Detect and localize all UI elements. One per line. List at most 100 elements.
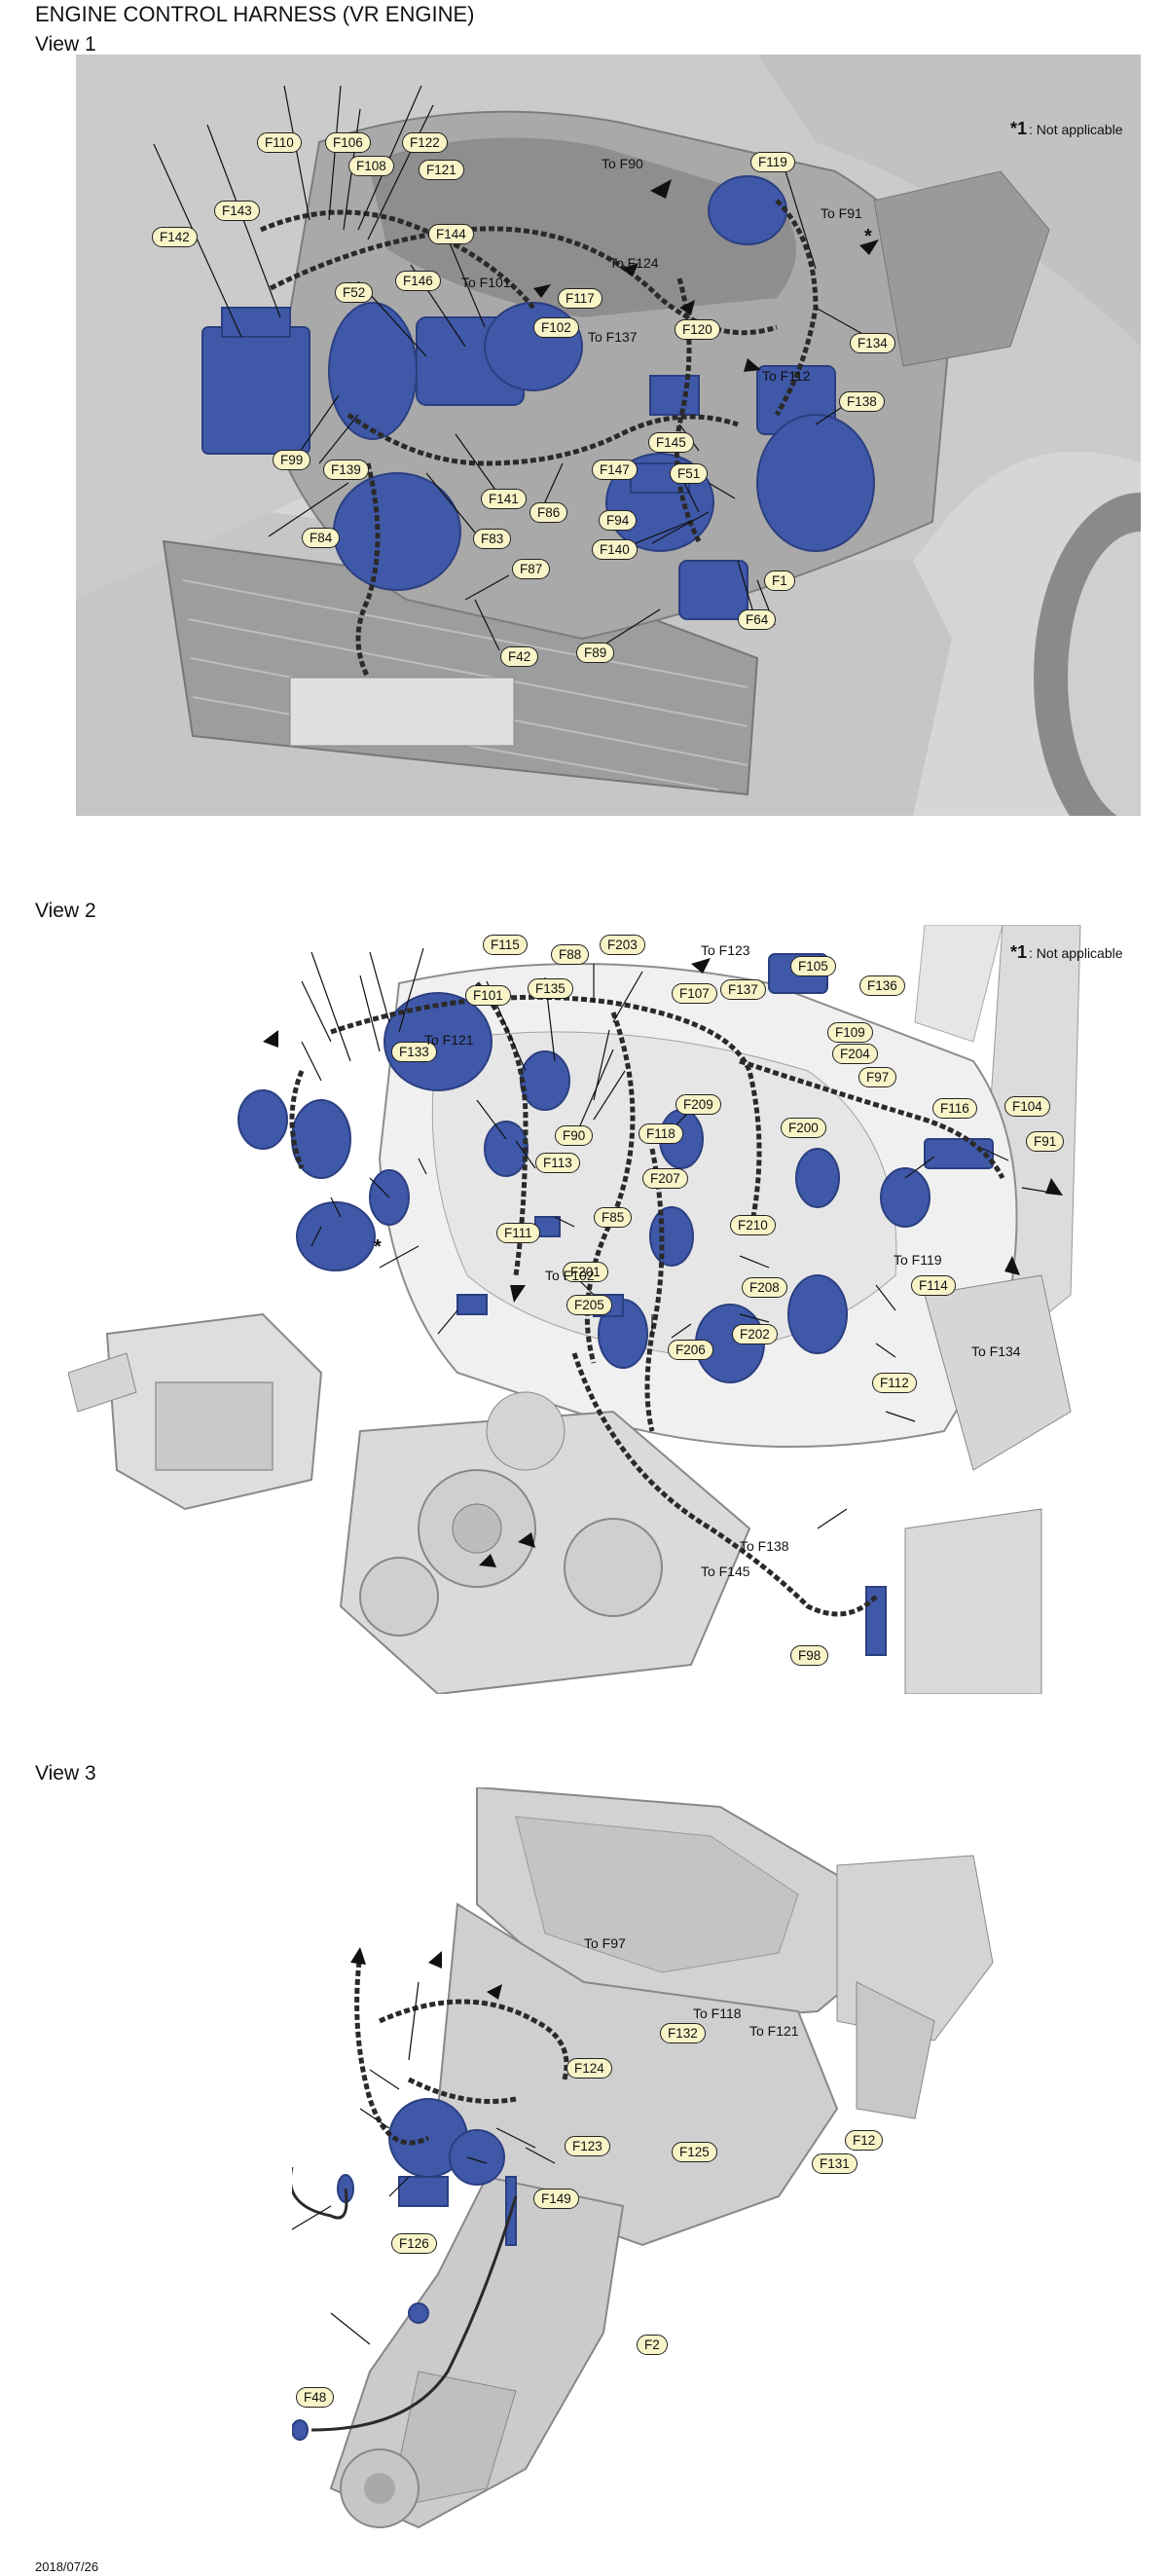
note-text: : Not applicable: [1029, 945, 1123, 961]
callout-f89: F89: [576, 643, 615, 663]
callout-f118: F118: [639, 1123, 683, 1144]
dest-to-f123: To F123: [701, 942, 750, 958]
callout-f42: F42: [500, 646, 539, 667]
callout-f99: F99: [273, 450, 311, 470]
dest-to-f90: To F90: [602, 156, 643, 171]
callout-f208: F208: [742, 1277, 787, 1298]
callout-f143: F143: [214, 201, 260, 221]
callout-f88: F88: [551, 944, 590, 965]
callout-f135: F135: [528, 978, 573, 999]
callout-f134: F134: [850, 333, 895, 353]
dest-to-f121: To F121: [749, 2023, 799, 2039]
callout-f91: F91: [1026, 1131, 1065, 1152]
callout-f106: F106: [325, 132, 371, 153]
callout-f149: F149: [533, 2189, 579, 2209]
dest-to-f112: To F112: [762, 368, 811, 384]
view-1-label: View 1: [35, 33, 96, 55]
footer-date: 2018/07/26: [35, 2559, 99, 2574]
callout-f110: F110: [257, 132, 302, 153]
callout-f87: F87: [512, 559, 551, 579]
callout-f125: F125: [672, 2142, 717, 2162]
callout-f119: F119: [750, 152, 795, 172]
callout-f101: F101: [465, 985, 511, 1006]
callout-f209: F209: [675, 1094, 721, 1115]
view-2-label: View 2: [35, 900, 96, 922]
callout-f104: F104: [1004, 1096, 1050, 1117]
dest-to-f145: To F145: [701, 1564, 750, 1579]
callout-f51: F51: [670, 463, 709, 484]
callout-f206: F206: [668, 1340, 713, 1360]
callout-f145: F145: [648, 432, 694, 453]
dest-to-f121: To F121: [424, 1032, 474, 1048]
view-1-illustration: *1: Not applicable * F110 F106 F122 F108…: [76, 55, 1141, 816]
view-1-drawing: [76, 55, 1141, 816]
callout-f98: F98: [790, 1645, 829, 1666]
callout-f109: F109: [827, 1022, 873, 1043]
callout-f120: F120: [675, 319, 720, 340]
callout-f201: F201: [563, 1262, 608, 1282]
callout-f2: F2: [637, 2335, 668, 2355]
callout-f52: F52: [335, 282, 374, 303]
callout-f117: F117: [558, 288, 602, 309]
view-2-note: *1: Not applicable: [1010, 942, 1123, 963]
callout-f137: F137: [720, 979, 766, 1000]
callout-f126: F126: [391, 2233, 437, 2254]
view-2-illustration: *1: Not applicable * F115 F88 F203 F105 …: [68, 925, 1141, 1694]
callout-f114: F114: [911, 1275, 956, 1296]
callout-f12: F12: [845, 2130, 884, 2151]
callout-f84: F84: [302, 528, 341, 548]
callout-f124: F124: [566, 2058, 612, 2079]
callout-f107: F107: [672, 983, 717, 1004]
callout-f48: F48: [296, 2387, 335, 2408]
callout-f202: F202: [732, 1324, 778, 1344]
callout-f204: F204: [832, 1044, 878, 1064]
callout-f203: F203: [600, 935, 645, 955]
callout-f90: F90: [555, 1125, 594, 1146]
dest-to-f102: To F102: [545, 1268, 595, 1283]
callout-f115: F115: [483, 935, 528, 955]
view-3-illustration: F132 F124 F12 F123 F125 F131 F149 F126 F…: [292, 1787, 1032, 2537]
asterisk-marker: *: [374, 1236, 382, 1258]
callout-f111: F111: [496, 1223, 540, 1243]
callout-f139: F139: [323, 460, 369, 480]
callout-f138: F138: [839, 391, 885, 412]
dest-to-f134: To F134: [971, 1343, 1021, 1359]
callout-f132: F132: [660, 2023, 706, 2043]
callout-f121: F121: [419, 160, 464, 180]
callout-f102: F102: [533, 317, 579, 338]
callout-f200: F200: [781, 1118, 826, 1138]
callout-f83: F83: [473, 529, 512, 549]
callout-f113: F113: [535, 1153, 580, 1173]
view-3-label: View 3: [35, 1762, 96, 1785]
view-3-drawing: [292, 1787, 1032, 2537]
callout-f210: F210: [730, 1215, 776, 1235]
dest-to-f91: To F91: [821, 205, 862, 221]
dest-to-f124: To F124: [609, 255, 659, 271]
document-title: ENGINE CONTROL HARNESS (VR ENGINE): [35, 2, 475, 26]
callout-f112: F112: [872, 1373, 917, 1393]
view-1-note: *1: Not applicable: [1010, 119, 1123, 139]
callout-f141: F141: [481, 489, 527, 509]
dest-to-f97: To F97: [584, 1935, 626, 1951]
callout-f1: F1: [764, 570, 795, 591]
note-symbol: *1: [1010, 119, 1028, 138]
callout-f136: F136: [859, 975, 905, 996]
callout-f147: F147: [592, 460, 638, 480]
dest-to-f137: To F137: [588, 329, 638, 345]
dest-to-f118: To F118: [693, 2006, 742, 2021]
callout-f133: F133: [391, 1042, 437, 1062]
callout-f131: F131: [812, 2153, 858, 2174]
callout-f85: F85: [594, 1207, 633, 1228]
note-symbol: *1: [1010, 942, 1028, 962]
dest-to-f119: To F119: [894, 1252, 942, 1268]
callout-f146: F146: [395, 271, 441, 291]
callout-f142: F142: [152, 227, 198, 247]
dest-to-f101: To F101: [461, 275, 511, 290]
asterisk-marker: *: [864, 226, 872, 247]
callout-f105: F105: [790, 956, 836, 976]
callout-f116: F116: [932, 1098, 977, 1119]
callout-f122: F122: [402, 132, 448, 153]
dest-to-f138: To F138: [740, 1538, 789, 1554]
callout-f123: F123: [565, 2136, 610, 2156]
callout-f94: F94: [599, 510, 638, 531]
